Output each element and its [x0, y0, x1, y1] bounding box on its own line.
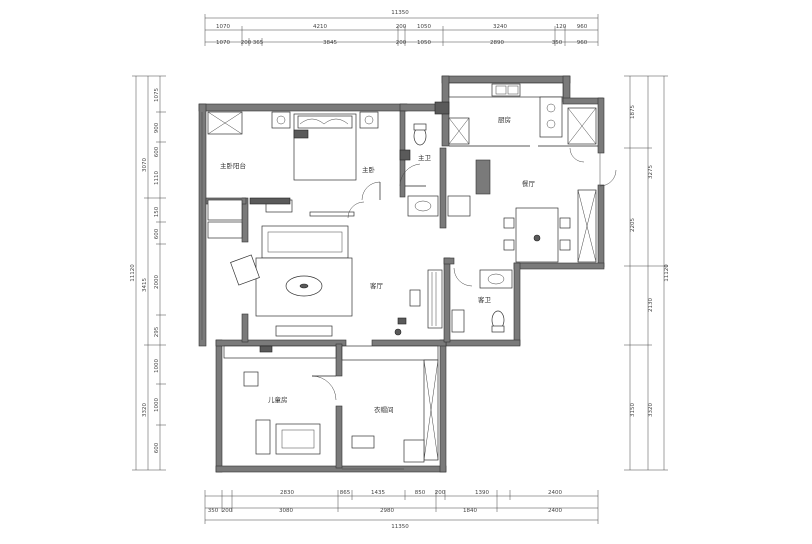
bottom-total-label: 11350: [391, 524, 409, 530]
master-bath: 主卫: [399, 123, 471, 217]
dim-top2-1: 1070: [216, 40, 230, 46]
dim-bot2-4: 2980: [380, 508, 394, 514]
dim-top2-6: 1050: [417, 40, 431, 46]
dim-bot-3: 1435: [371, 490, 385, 496]
top-total-label: 11350: [391, 10, 409, 16]
kids-bed: [275, 423, 321, 455]
room-label-master-bath: 主卫: [418, 153, 432, 162]
dim-right-2: 2205: [630, 218, 636, 232]
left-total-label: 11120: [130, 264, 136, 282]
dim-top2-3: 365: [253, 40, 264, 46]
dim-bot-6: 1390: [475, 490, 489, 496]
dim-top2-7: 2890: [490, 40, 504, 46]
dim-bot2-2: 200: [222, 508, 233, 514]
dim-right-outer-1: 3275: [648, 165, 654, 179]
room-label-dining: 餐厅: [522, 179, 536, 188]
dim-bot2-3: 3080: [279, 508, 293, 514]
dim-left-4: 1110: [154, 171, 160, 185]
kitchen-stove: [539, 96, 563, 138]
left-dimensions: 11120 3070 3415 3320 1075 900 600 1110 1…: [130, 75, 166, 471]
dim-bot-2: 865: [340, 490, 351, 496]
dim-top-2: 4210: [313, 24, 327, 30]
dim-top-1: 1070: [216, 24, 230, 30]
dim-left-11: 600: [154, 442, 160, 453]
dim-bot-4: 850: [415, 490, 426, 496]
room-label-cloakroom: 衣帽间: [374, 405, 394, 414]
dim-left-10: 1000: [154, 398, 160, 412]
guest-sink: [479, 269, 513, 289]
dim-left-6: 600: [154, 228, 160, 239]
master-sink: [407, 195, 439, 217]
dim-top2-5: 200: [396, 40, 407, 46]
dim-right-1: 1875: [630, 105, 636, 119]
dim-left-outer-3: 3320: [142, 403, 148, 417]
dining: 餐厅: [503, 169, 617, 263]
dim-left-7: 2000: [154, 275, 160, 289]
dim-right-outer-2: 2130: [648, 298, 654, 312]
cloakroom: 衣帽间: [341, 345, 439, 463]
room-label-master-bedroom: 主卧: [362, 165, 376, 174]
dim-top2-2: 200: [241, 40, 252, 46]
kids-room: 儿童房: [223, 345, 337, 455]
dim-bot-5: 200: [435, 490, 446, 496]
dim-left-8: 295: [154, 326, 160, 337]
dim-left-outer-1: 3070: [142, 158, 148, 172]
dim-top2-8: 350: [552, 40, 563, 46]
dim-left-5: 150: [154, 206, 160, 217]
dim-bot-7: 2400: [548, 490, 562, 496]
dim-top-5: 3240: [493, 24, 507, 30]
room-label-kitchen: 厨房: [498, 115, 511, 124]
bottom-dimensions: 2830 865 1435 850 200 1390 2400 350 200 …: [204, 490, 599, 530]
dim-left-9: 1000: [154, 359, 160, 373]
dim-bot2-6: 2400: [548, 508, 562, 514]
guest-bath: 客卫: [451, 267, 513, 333]
master-suite: 主卧阳台 主卧: [207, 111, 381, 239]
room-label-guest-bath: 客卫: [478, 295, 492, 304]
dim-top-6: 120: [556, 24, 567, 30]
dim-top-3: 200: [396, 24, 407, 30]
right-total-label: 11120: [664, 264, 670, 282]
top-dimensions: 11350 1070 4210 200 1050 3240 120 960 10…: [204, 10, 599, 46]
kitchen: 厨房: [448, 82, 598, 163]
dim-bot-1: 2830: [280, 490, 294, 496]
dim-top2-9: 960: [577, 40, 588, 46]
windows: [201, 112, 601, 470]
living-sofa: [261, 225, 349, 259]
dim-left-1: 1075: [154, 88, 160, 102]
dim-bot2-5: 1840: [463, 508, 477, 514]
room-label-living: 客厅: [370, 281, 384, 290]
tv-cabinet: [275, 325, 333, 337]
dim-left-outer-2: 3415: [142, 278, 148, 292]
living-room: 客厅: [230, 201, 443, 337]
dim-left-3: 600: [154, 146, 160, 157]
room-label-kids: 儿童房: [268, 395, 288, 404]
dim-right-outer-3: 3320: [648, 403, 654, 417]
dim-left-2: 900: [154, 122, 160, 133]
room-label-master-balcony: 主卧阳台: [220, 161, 246, 170]
dim-top-7: 960: [577, 24, 588, 30]
dim-top2-4: 3845: [323, 40, 337, 46]
dim-top-4: 1050: [417, 24, 431, 30]
dim-right-3: 3150: [630, 403, 636, 417]
right-dimensions: 1875 2205 3150 3275 2130 3320 11120: [624, 75, 670, 471]
armchair: [230, 254, 260, 286]
dim-bot2-1: 350: [208, 508, 219, 514]
